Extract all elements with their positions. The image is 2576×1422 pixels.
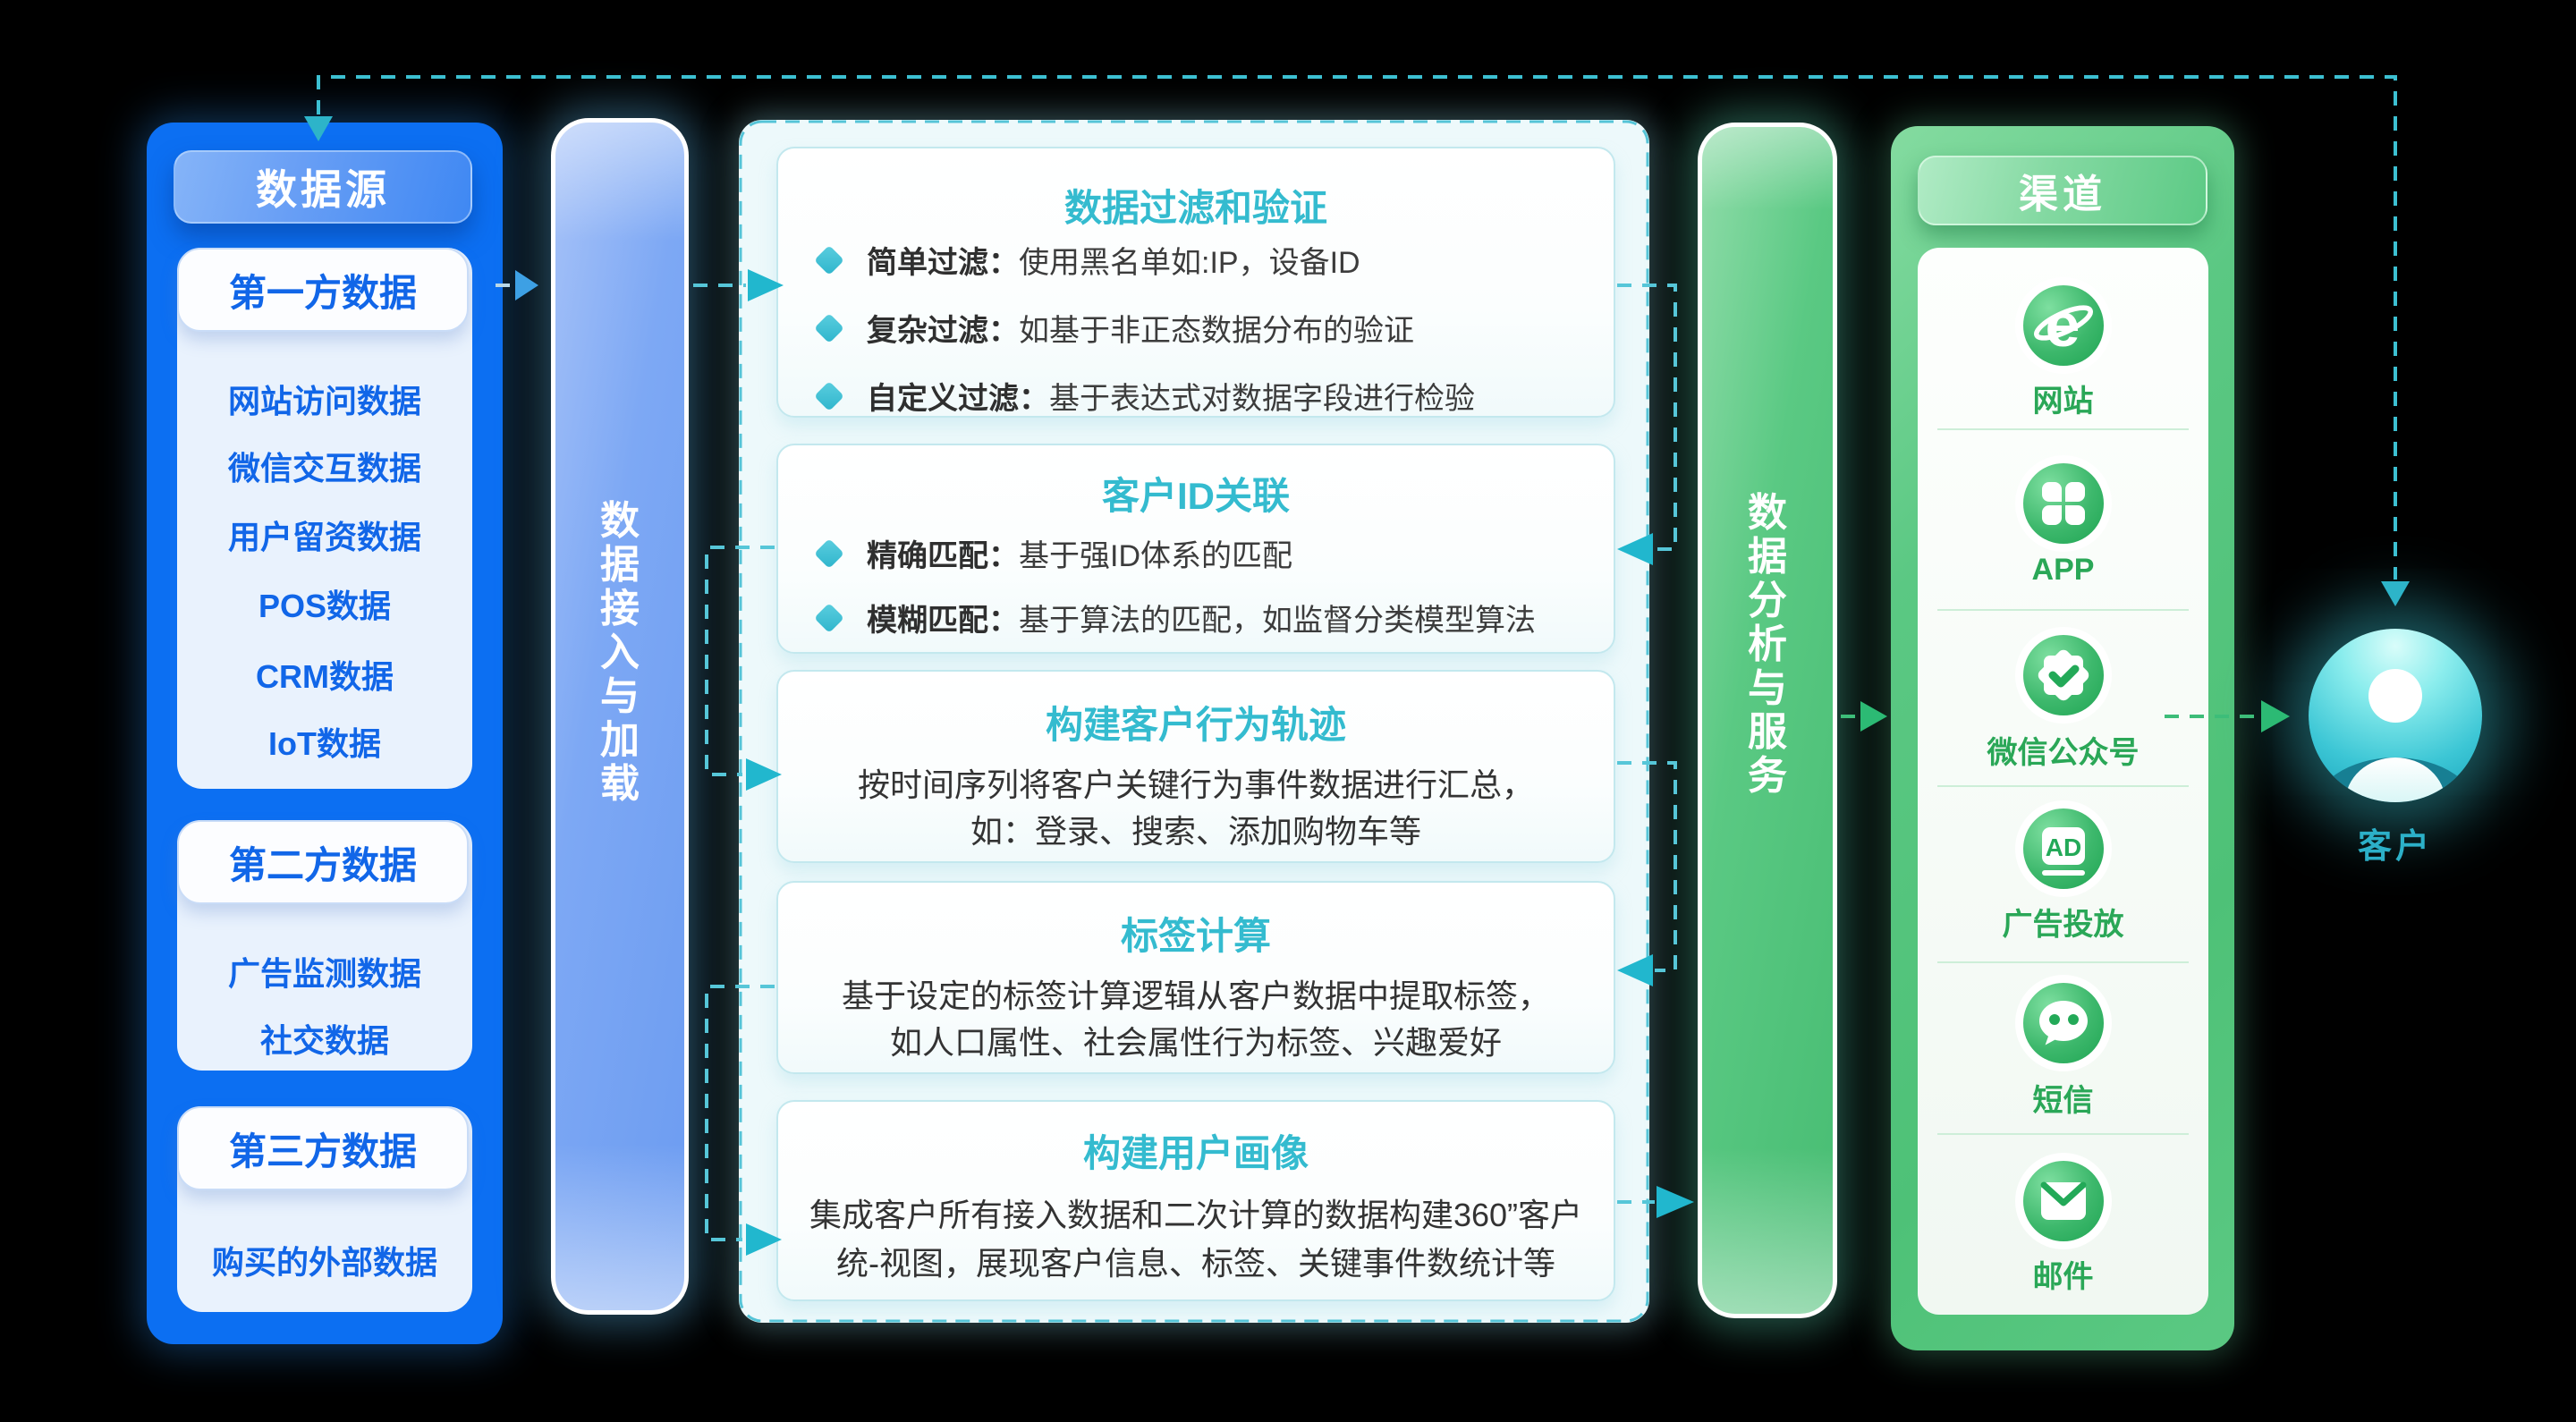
svg-text:AD: AD	[2045, 834, 2080, 861]
svg-text:e: e	[2045, 290, 2080, 360]
